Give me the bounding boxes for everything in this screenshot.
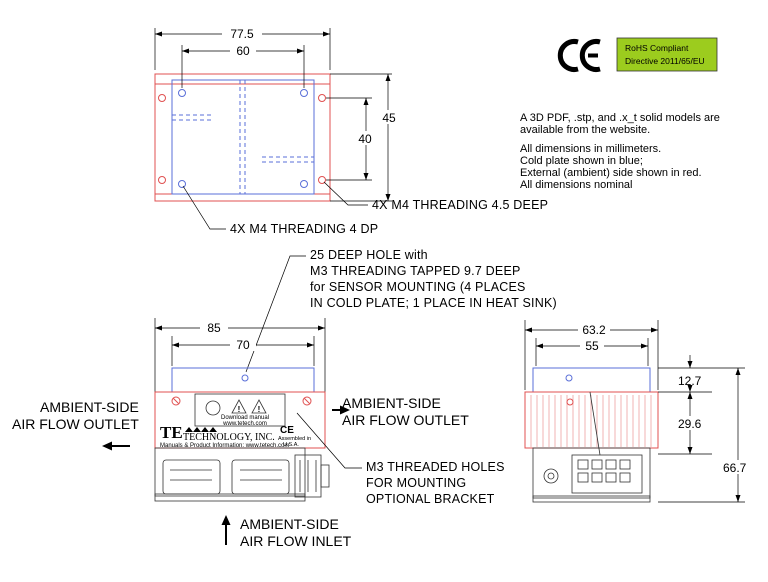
side-dim-66-7: 66.7 xyxy=(723,461,747,475)
rohs-line1: RoHS Compliant xyxy=(625,43,689,53)
inlet-line2: AIR FLOW INLET xyxy=(240,533,352,549)
arrow-up-icon xyxy=(221,515,231,545)
top-dim-45: 45 xyxy=(382,111,396,125)
top-view: 77.5 60 45 40 4X M4 THREADING 4.5 DEEP 4… xyxy=(154,26,548,236)
label-download-1: Download manual xyxy=(221,415,269,421)
note-dims-4: All dimensions nominal xyxy=(520,179,633,191)
callout-red-holes: 4X M4 THREADING 4.5 DEEP xyxy=(372,198,548,212)
outlet-right-line2: AIR FLOW OUTLET xyxy=(342,412,469,428)
label-ce: CE xyxy=(280,425,294,436)
side-view: 63.2 55 xyxy=(524,320,754,503)
outlet-right-line1: AMBIENT-SIDE xyxy=(342,395,441,411)
rohs-line2: Directive 2011/65/EU xyxy=(625,56,705,66)
note-models-1: A 3D PDF, .stp, and .x_t solid models ar… xyxy=(520,112,720,124)
front-dim-70: 70 xyxy=(236,338,250,352)
arrow-left-icon xyxy=(102,441,130,451)
sensor-hole-callout: 25 DEEP HOLE with M3 THREADING TAPPED 9.… xyxy=(245,248,557,373)
side-dim-29-6: 29.6 xyxy=(678,417,702,431)
bracket-line1: M3 THREADED HOLES xyxy=(366,460,505,474)
top-dim-77-5: 77.5 xyxy=(230,27,254,41)
note-dims-3: External (ambient) side shown in red. xyxy=(520,167,702,179)
outlet-left-line1: AMBIENT-SIDE xyxy=(40,399,139,415)
top-dim-60: 60 xyxy=(236,44,250,58)
sensor-line3: for SENSOR MOUNTING (4 PLACES xyxy=(310,280,526,294)
sensor-line1: 25 DEEP HOLE with xyxy=(310,248,428,262)
bracket-line3: OPTIONAL BRACKET xyxy=(366,492,495,506)
label-brand-te: TE xyxy=(160,423,183,442)
label-assembled-2: U.S.A. xyxy=(283,442,299,448)
svg-text:!: ! xyxy=(258,405,261,414)
sensor-line4: IN COLD PLATE; 1 PLACE IN HEAT SINK) xyxy=(310,296,557,310)
label-manuals: Manuals & Product Information: www.tetec… xyxy=(160,443,289,449)
inlet-line1: AMBIENT-SIDE xyxy=(240,516,339,532)
note-dims-2: Cold plate shown in blue; xyxy=(520,155,643,167)
sensor-line2: M3 THREADING TAPPED 9.7 DEEP xyxy=(310,264,521,278)
front-dim-85: 85 xyxy=(207,321,221,335)
ce-mark xyxy=(557,39,601,72)
side-dim-12-7: 12.7 xyxy=(678,374,702,388)
outlet-left-line2: AIR FLOW OUTLET xyxy=(12,416,139,432)
note-dims-1: All dimensions in millimeters. xyxy=(520,143,661,155)
side-dim-63-2: 63.2 xyxy=(582,323,606,337)
label-brand-name: TECHNOLOGY, INC. xyxy=(183,432,275,443)
arrow-right-icon xyxy=(332,405,350,415)
front-view: 85 70 ! ! Download manual www.tetech.com… xyxy=(12,318,505,549)
label-download-2: www.tetech.com xyxy=(222,421,267,427)
svg-text:!: ! xyxy=(238,405,241,414)
side-dim-55: 55 xyxy=(585,339,599,353)
top-dim-40: 40 xyxy=(358,132,372,146)
note-models-2: available from the website. xyxy=(520,124,650,136)
general-notes: A 3D PDF, .stp, and .x_t solid models ar… xyxy=(520,112,720,191)
label-assembled-1: Assembled in xyxy=(278,436,311,442)
bracket-line2: FOR MOUNTING xyxy=(366,476,466,490)
callout-blue-holes: 4X M4 THREADING 4 DP xyxy=(230,222,378,236)
rohs-badge: RoHS Compliant Directive 2011/65/EU xyxy=(616,37,718,72)
